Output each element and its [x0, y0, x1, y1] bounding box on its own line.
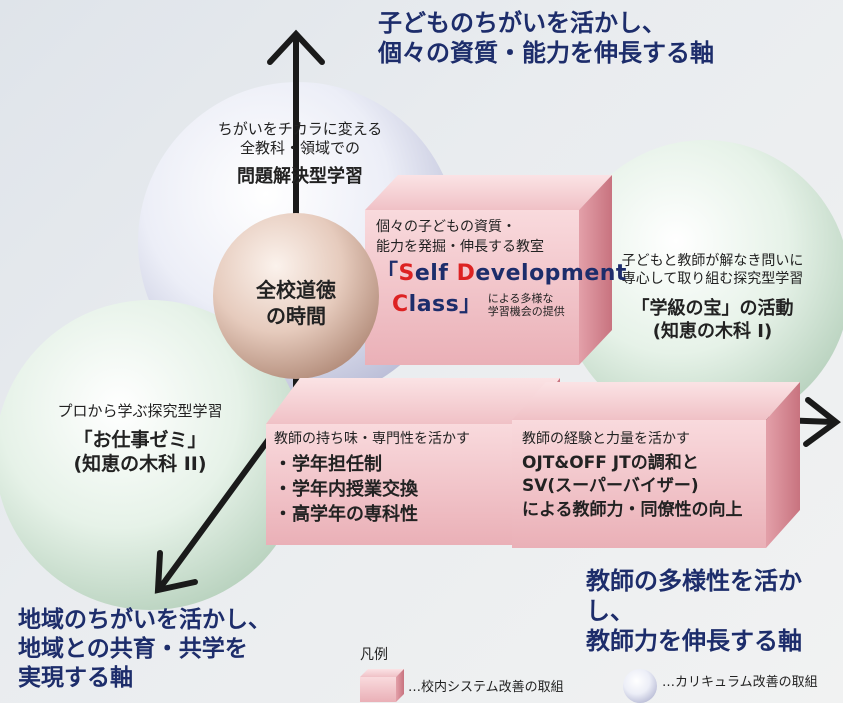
self-development-class-line2: Class」 による多様な 学習機会の提供: [376, 290, 576, 321]
box-middle-text: 教師の持ち味・専門性を活かす ・学年担任制 ・学年内授業交換 ・高学年の専科性: [274, 430, 524, 527]
sdc-word-self: elf: [414, 261, 457, 287]
sphere-top-title: 問題解決型学習: [237, 165, 363, 187]
sdc-word-class: lass」: [408, 291, 482, 317]
box-top-line2: 能力を発掘・伸長する教室: [376, 238, 544, 255]
box-top-text: 個々の子どもの資質・ 能力を発掘・伸長する教室 「Self Developmen…: [376, 218, 626, 321]
box-right-3d: [512, 382, 800, 548]
box-top-3d: [365, 175, 612, 365]
bullet-item-3: ・高学年の専科性: [274, 503, 418, 525]
sphere-right-line1: 子どもと教師が解なき問いに: [621, 253, 804, 269]
bullet-item-1: ・学年担任制: [274, 453, 382, 475]
sdc-cap-d: D: [456, 261, 476, 287]
sdc-open-bracket: 「: [376, 261, 399, 287]
sphere-top-line2: 全教科・領域での: [239, 138, 360, 157]
axis-label-bl-line2: 地域との共育・共学を: [18, 635, 248, 662]
sdc-suffix-line2: 学習機会の提供: [487, 305, 565, 319]
legend-sphere-icon: [623, 669, 657, 703]
sphere-center-text: 全校道徳 の時間: [226, 277, 366, 329]
sphere-left-text: プロから学ぶ探究型学習 「お仕事ゼミ」 (知恵の木科 II): [20, 402, 260, 476]
box-right-heading: 教師の経験と力量を活かす: [522, 431, 690, 447]
box-middle-bullets: ・学年担任制 ・学年内授業交換 ・高学年の専科性: [274, 452, 524, 528]
sphere-center-line2: の時間: [266, 304, 326, 328]
axis-label-bl-line3: 実現する軸: [18, 664, 133, 691]
sphere-center-line1: 全校道徳: [256, 278, 336, 302]
axis-label-bl-line1: 地域のちがいを活かし、: [18, 607, 271, 633]
axis-label-right-line1: 教師の多様性を活かし、: [586, 567, 802, 625]
sphere-center: [213, 213, 379, 379]
sdc-suffix: による多様な 学習機会の提供: [488, 292, 565, 318]
bullet-item-2: ・学年内授業交換: [274, 478, 418, 500]
self-development-class-line1: 「Self Development: [376, 259, 626, 290]
sphere-left-title: 「お仕事ゼミ」: [73, 428, 207, 451]
legend-sphere-label: …カリキュラム改善の取組: [662, 675, 818, 690]
sphere-left-subtitle: (知恵の木科 II): [73, 452, 207, 475]
sphere-right: [560, 140, 843, 430]
sphere-top-text: ちがいをチカラに変える 全教科・領域での 問題解決型学習: [190, 120, 410, 188]
sphere-right-title: 「学級の宝」の活動: [631, 298, 794, 319]
axis-label-top-line1: 子どものちがいを活かし、: [378, 9, 666, 37]
box-right-lines: OJT&OFF JTの調和と SV(スーパーバイザー) による教師力・同僚性の向…: [522, 452, 772, 523]
axis-label-right: 教師の多様性を活かし、 教師力を伸長する軸: [586, 566, 843, 656]
sdc-cap-s: S: [398, 261, 415, 287]
box-middle-heading: 教師の持ち味・専門性を活かす: [274, 431, 470, 447]
sphere-left: [0, 300, 305, 610]
sdc-class-word: Class」: [392, 290, 482, 321]
sphere-top-line1: ちがいをチカラに変える: [217, 120, 383, 138]
box-right-text: 教師の経験と力量を活かす OJT&OFF JTの調和と SV(スーパーバイザー)…: [522, 430, 772, 523]
legend-box-label: …校内システム改善の取組: [408, 680, 564, 695]
box-right-line2: SV(スーパーバイザー): [522, 476, 699, 497]
axis-label-top-line2: 個々の資質・能力を伸長する軸: [378, 39, 714, 67]
sdc-word-development: evelopment: [475, 261, 627, 287]
axis-label-bottom-left: 地域のちがいを活かし、 地域との共育・共学を 実現する軸: [18, 606, 271, 692]
sphere-left-line1: プロから学ぶ探究型学習: [57, 402, 223, 420]
sdc-cap-c: C: [392, 291, 409, 317]
legend-title: 凡例: [360, 647, 388, 663]
legend-box-icon: [360, 669, 404, 702]
sphere-right-text: 子どもと教師が解なき問いに 専心して取り組む探究型学習 「学級の宝」の活動 (知…: [590, 253, 835, 343]
sphere-right-subtitle: (知恵の木科 I): [652, 320, 773, 342]
box-right-line3: による教師力・同僚性の向上: [522, 500, 743, 521]
box-top-line1: 個々の子どもの資質・: [376, 219, 516, 235]
axis-label-top: 子どものちがいを活かし、 個々の資質・能力を伸長する軸: [378, 8, 714, 68]
box-right-line1: OJT&OFF JTの調和と: [522, 452, 699, 473]
axis-label-right-line2: 教師力を伸長する軸: [586, 627, 802, 655]
sdc-suffix-line1: による多様な: [487, 292, 554, 306]
sphere-right-line2: 専心して取り組む探究型学習: [621, 270, 804, 287]
